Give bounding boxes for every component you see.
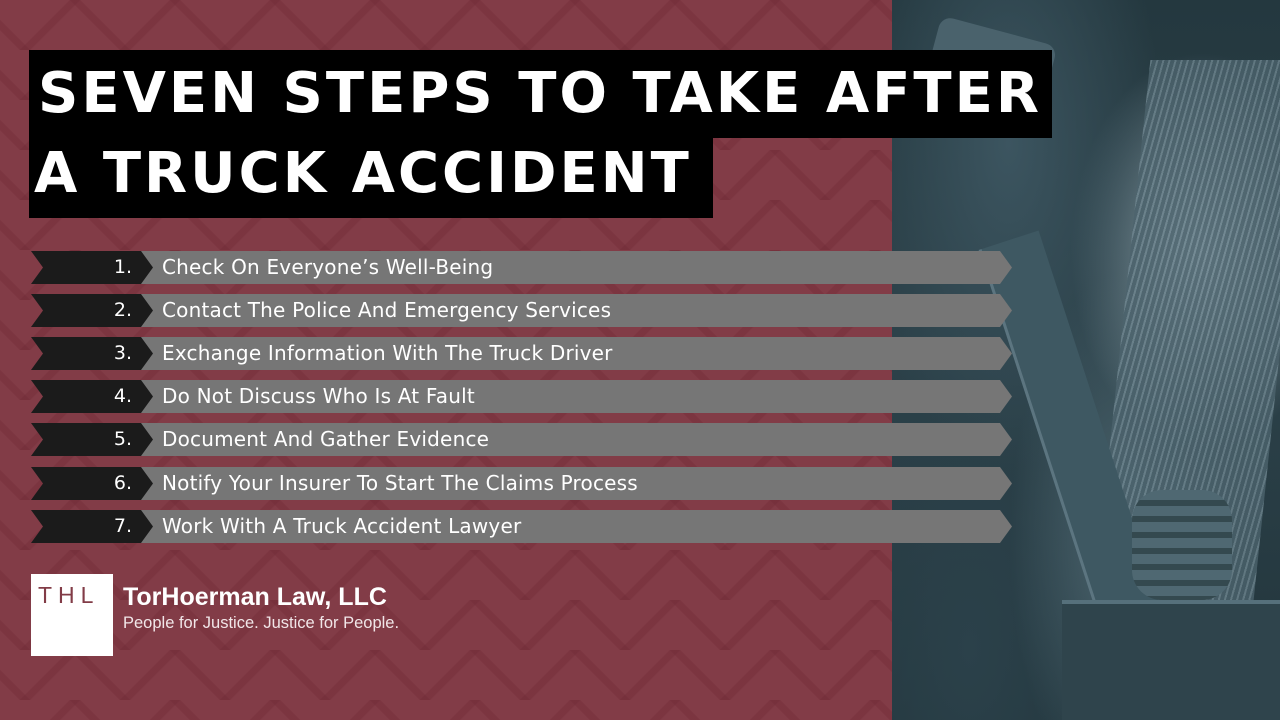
- step-number-ribbon: [31, 467, 153, 500]
- step-item: 7. Work With A Truck Accident Lawyer: [0, 510, 1020, 543]
- page-title-line-1: SEVEN STEPS TO TAKE AFTER: [29, 50, 1052, 138]
- step-number-ribbon: [31, 380, 153, 413]
- step-number-ribbon: [31, 251, 153, 284]
- step-number: 7.: [113, 515, 132, 537]
- step-item: 2. Contact The Police And Emergency Serv…: [0, 294, 1020, 327]
- step-number: 4.: [113, 385, 132, 407]
- step-bar: [140, 510, 1012, 543]
- step-number-ribbon: [31, 423, 153, 456]
- step-number: 3.: [113, 342, 132, 364]
- step-bar: [140, 423, 1012, 456]
- step-item: 4. Do Not Discuss Who Is At Fault: [0, 380, 1020, 413]
- step-number-ribbon: [31, 337, 153, 370]
- step-bar: [140, 380, 1012, 413]
- step-label: Do Not Discuss Who Is At Fault: [162, 384, 475, 408]
- step-number: 2.: [113, 299, 132, 321]
- firm-name: TorHoerman Law, LLC: [123, 583, 387, 611]
- step-label: Contact The Police And Emergency Service…: [162, 298, 612, 322]
- step-number-ribbon: [31, 510, 153, 543]
- step-bar: [140, 251, 1012, 284]
- step-bar: [140, 467, 1012, 500]
- step-bar: [140, 294, 1012, 327]
- step-number: 6.: [113, 472, 132, 494]
- step-item: 5. Document And Gather Evidence: [0, 423, 1020, 456]
- step-item: 6. Notify Your Insurer To Start The Clai…: [0, 467, 1020, 500]
- photo-detail: [1132, 490, 1232, 600]
- step-number: 5.: [113, 428, 132, 450]
- step-label: Exchange Information With The Truck Driv…: [162, 341, 613, 365]
- step-bar: [140, 337, 1012, 370]
- step-label: Notify Your Insurer To Start The Claims …: [162, 471, 638, 495]
- step-label: Work With A Truck Accident Lawyer: [162, 514, 522, 538]
- page-title-text: SEVEN STEPS TO TAKE AFTER: [38, 61, 1043, 126]
- photo-detail: [1062, 600, 1280, 720]
- step-label: Check On Everyone’s Well-Being: [162, 255, 494, 279]
- step-number-ribbon: [31, 294, 153, 327]
- step-number: 1.: [113, 256, 132, 278]
- page-title-line-2: A TRUCK ACCIDENT: [29, 138, 713, 218]
- step-item: 1. Check On Everyone’s Well-Being: [0, 251, 1020, 284]
- step-label: Document And Gather Evidence: [162, 427, 490, 451]
- step-item: 3. Exchange Information With The Truck D…: [0, 337, 1020, 370]
- page-title-text: A TRUCK ACCIDENT: [34, 141, 692, 206]
- firm-tagline: People for Justice. Justice for People.: [123, 614, 400, 632]
- firm-logo: THL: [31, 574, 113, 656]
- logo-mark: THL: [38, 582, 100, 608]
